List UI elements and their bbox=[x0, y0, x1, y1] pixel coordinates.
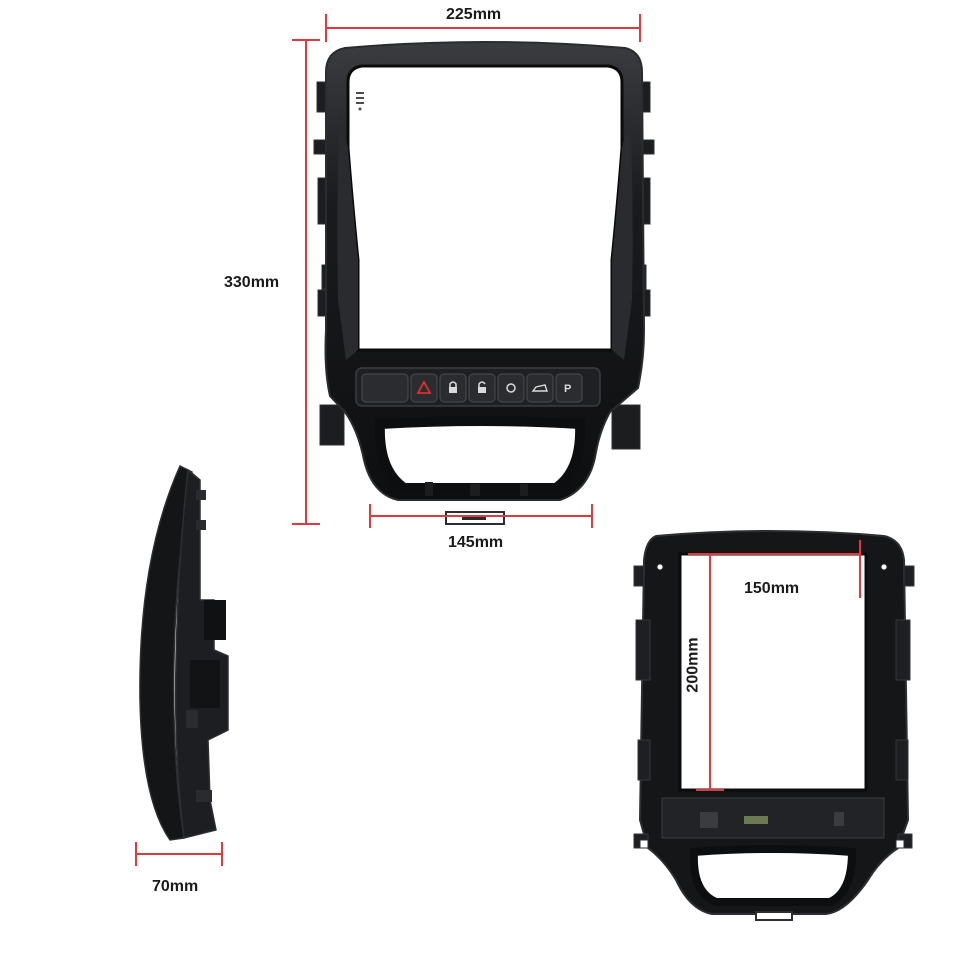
hazard-icon bbox=[416, 380, 432, 394]
side-view bbox=[139, 464, 229, 841]
dimension-label-width-bottom: 145mm bbox=[448, 534, 504, 551]
lock-icon bbox=[449, 381, 457, 393]
park-assist-icon: P bbox=[564, 383, 571, 395]
svg-text:P: P bbox=[564, 383, 571, 395]
front-bezel bbox=[313, 41, 655, 525]
front-button-row: P bbox=[361, 373, 583, 403]
lock-button[interactable] bbox=[439, 373, 467, 403]
dimension-label-height: 330mm bbox=[224, 274, 280, 291]
mic-slot-icon bbox=[356, 92, 364, 111]
dimension-lines bbox=[135, 14, 861, 866]
unlock-icon bbox=[478, 381, 486, 393]
fan-icon bbox=[506, 383, 516, 393]
dimension-label-width-top: 225mm bbox=[446, 6, 502, 23]
park-assist-button[interactable]: P bbox=[555, 373, 583, 403]
dimension-label-depth: 70mm bbox=[152, 878, 199, 895]
hazard-button[interactable] bbox=[410, 373, 438, 403]
blank-button[interactable] bbox=[361, 373, 409, 403]
fan-button[interactable] bbox=[497, 373, 525, 403]
car-lift-icon bbox=[531, 384, 548, 392]
car-lift-button[interactable] bbox=[526, 373, 554, 403]
unlock-button[interactable] bbox=[468, 373, 496, 403]
dimension-label-screen-height: 200mm bbox=[684, 637, 702, 693]
dimension-label-screen-width: 150mm bbox=[744, 580, 800, 597]
